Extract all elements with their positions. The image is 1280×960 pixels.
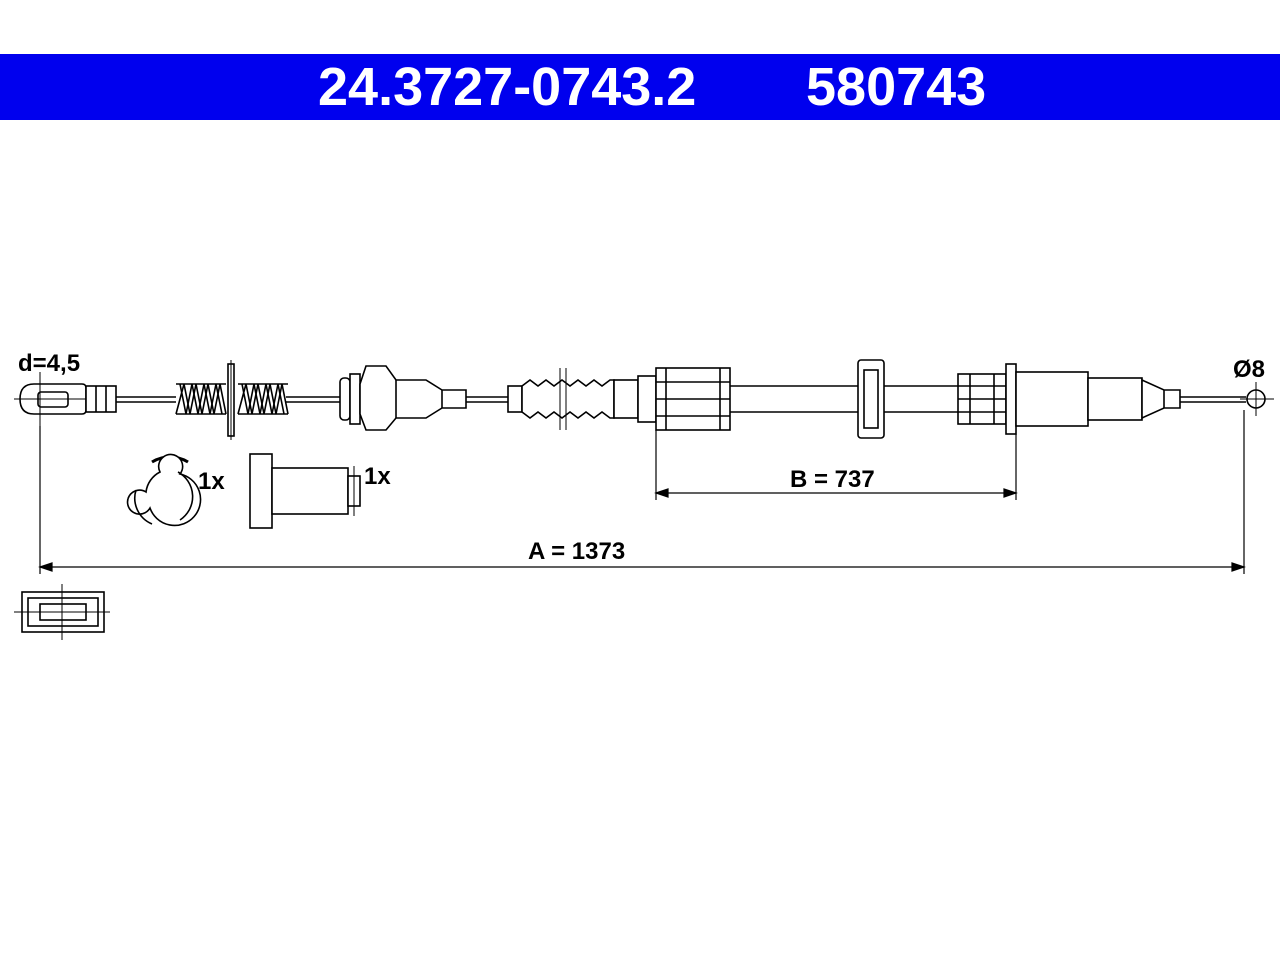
dimension-a-label: A = 1373: [528, 538, 625, 565]
mounting-grommet: [857, 359, 885, 439]
conical-ferrule: [339, 365, 467, 431]
sleeve-quantity-label: 1x: [364, 463, 391, 490]
hex-adjuster-nut: [655, 367, 731, 431]
bellows-boot: [507, 368, 657, 430]
outer-casing: [730, 385, 958, 413]
nipple-diameter-label: Ø8: [1233, 356, 1265, 383]
inner-cable: [116, 396, 1246, 403]
part-number: 24.3727-0743.2: [318, 57, 697, 117]
dimension-b-line: [654, 430, 1018, 500]
sleeve-accessory-icon: [249, 453, 361, 529]
clip-quantity-label: 1x: [198, 468, 225, 495]
dimension-a-line: [38, 410, 1246, 574]
reference-number: 580743: [806, 57, 987, 117]
retaining-clip-icon: [126, 453, 202, 527]
spring-left: [175, 383, 227, 415]
title-bar: 24.3727-0743.2 580743: [0, 54, 1280, 120]
eye-end-fitting: [14, 372, 117, 426]
cable-diameter-label: d=4,5: [18, 350, 80, 377]
spring-retainer-washer: [227, 360, 235, 440]
end-sleeve: [957, 363, 1181, 435]
dimension-b-label: B = 737: [790, 466, 875, 493]
eye-end-section-view: [14, 584, 110, 640]
end-nipple: [1240, 382, 1274, 416]
spring-right: [237, 383, 289, 415]
